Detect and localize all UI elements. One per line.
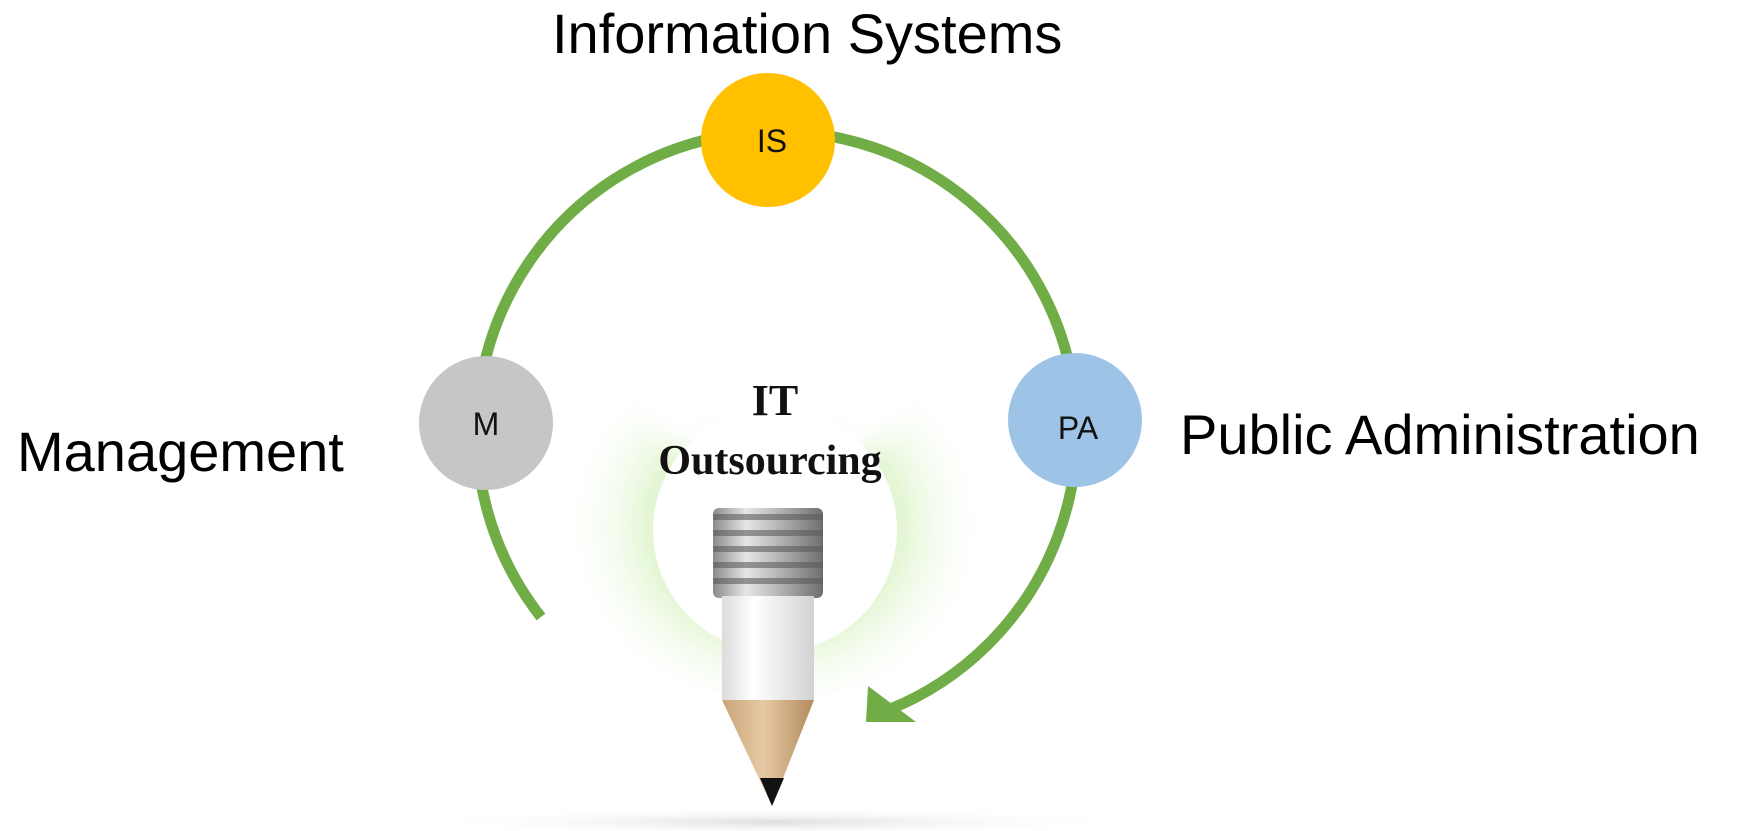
node-is-label: IS <box>757 123 787 159</box>
arrowhead-icon <box>866 686 916 722</box>
node-m-circle <box>419 356 553 490</box>
node-pa-circle <box>1008 353 1142 487</box>
node-is-circle <box>701 73 835 207</box>
label-public-administration: Public Administration <box>1180 403 1700 466</box>
label-management: Management <box>17 420 344 483</box>
node-pa-label: PA <box>1058 410 1099 446</box>
label-information-systems: Information Systems <box>552 2 1063 65</box>
node-pa: PA <box>1008 353 1142 487</box>
node-is: IS <box>701 73 835 207</box>
pencil-icon <box>713 508 823 806</box>
center-title-line1: IT <box>752 376 798 425</box>
ground-shadow <box>415 808 1135 831</box>
center-title-line2: Outsourcing <box>658 438 881 484</box>
node-m: M <box>419 356 553 490</box>
node-m-label: M <box>473 406 500 442</box>
